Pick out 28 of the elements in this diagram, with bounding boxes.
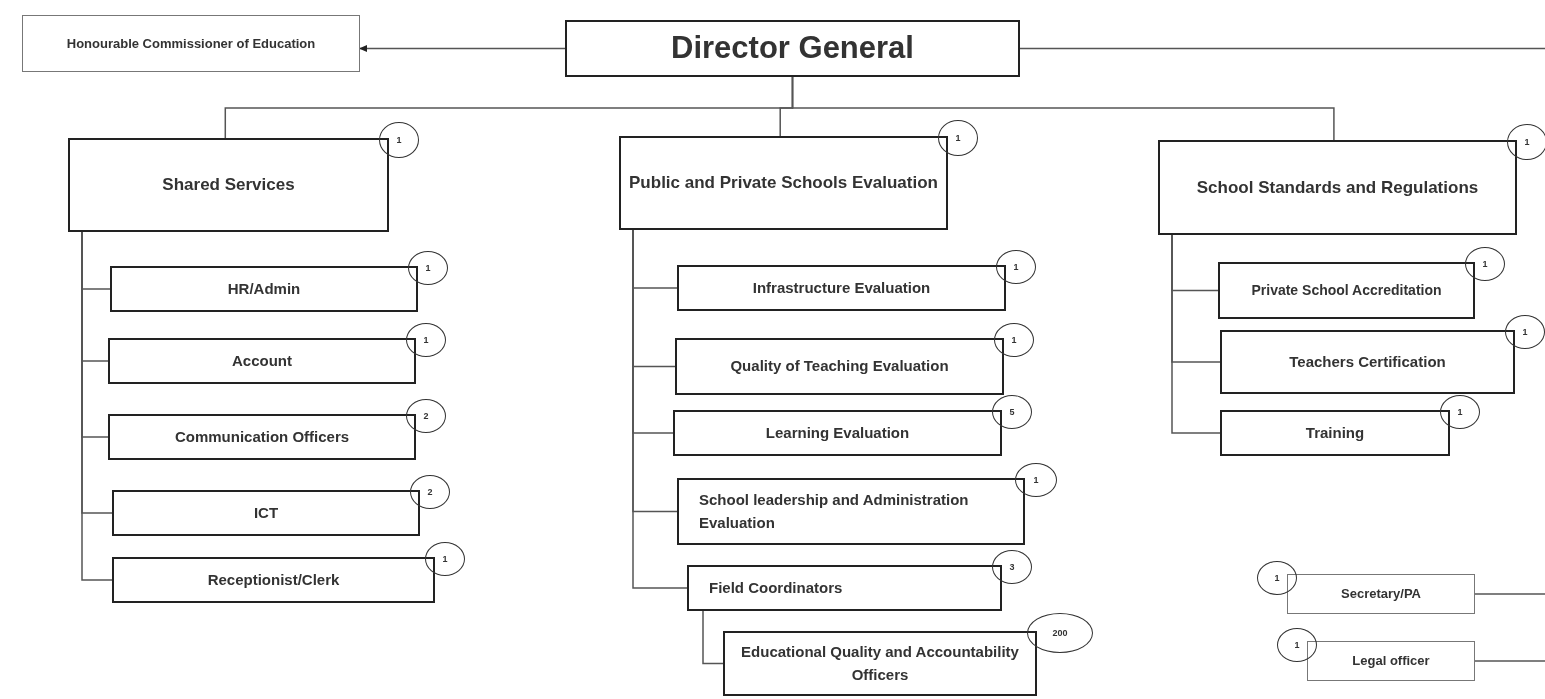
connector-line bbox=[1019, 47, 1545, 50]
org-unit-box: Honourable Commissioner of Education bbox=[22, 15, 360, 72]
org-unit-box: Infrastructure Evaluation bbox=[677, 265, 1006, 311]
org-unit-box: Shared Services bbox=[68, 138, 389, 232]
connector-line bbox=[1474, 593, 1545, 595]
arrow bbox=[359, 45, 566, 52]
org-unit-box: Account bbox=[108, 338, 416, 384]
connector-line bbox=[1474, 660, 1545, 662]
org-unit-box: Receptionist/Clerk bbox=[112, 557, 435, 603]
org-unit-box: Legal officer bbox=[1307, 641, 1475, 681]
org-unit-box: Teachers Certification bbox=[1220, 330, 1515, 394]
org-unit-box: Private School Accreditation bbox=[1218, 262, 1475, 319]
org-unit-box: Field Coordinators bbox=[687, 565, 1002, 611]
org-unit-box: Public and Private Schools Evaluation bbox=[619, 136, 948, 230]
connector-line bbox=[1171, 234, 1221, 434]
org-unit-box: Educational Quality and Accountability Officers bbox=[723, 631, 1037, 696]
org-unit-box: School leadership and Administration Evaluation bbox=[677, 478, 1025, 545]
org-unit-box: ICT bbox=[112, 490, 420, 536]
org-unit-box: School Standards and Regulations bbox=[1158, 140, 1517, 235]
connector-line bbox=[791, 76, 1335, 141]
org-unit-box: Quality of Teaching Evaluation bbox=[675, 338, 1004, 395]
director-box: Director General bbox=[565, 20, 1020, 77]
connector-line bbox=[702, 610, 724, 665]
org-unit-box: Training bbox=[1220, 410, 1450, 456]
org-unit-box: HR/Admin bbox=[110, 266, 418, 312]
org-unit-box: Communication Officers bbox=[108, 414, 416, 460]
org-unit-box: Learning Evaluation bbox=[673, 410, 1002, 456]
org-unit-box: Secretary/PA bbox=[1287, 574, 1475, 614]
